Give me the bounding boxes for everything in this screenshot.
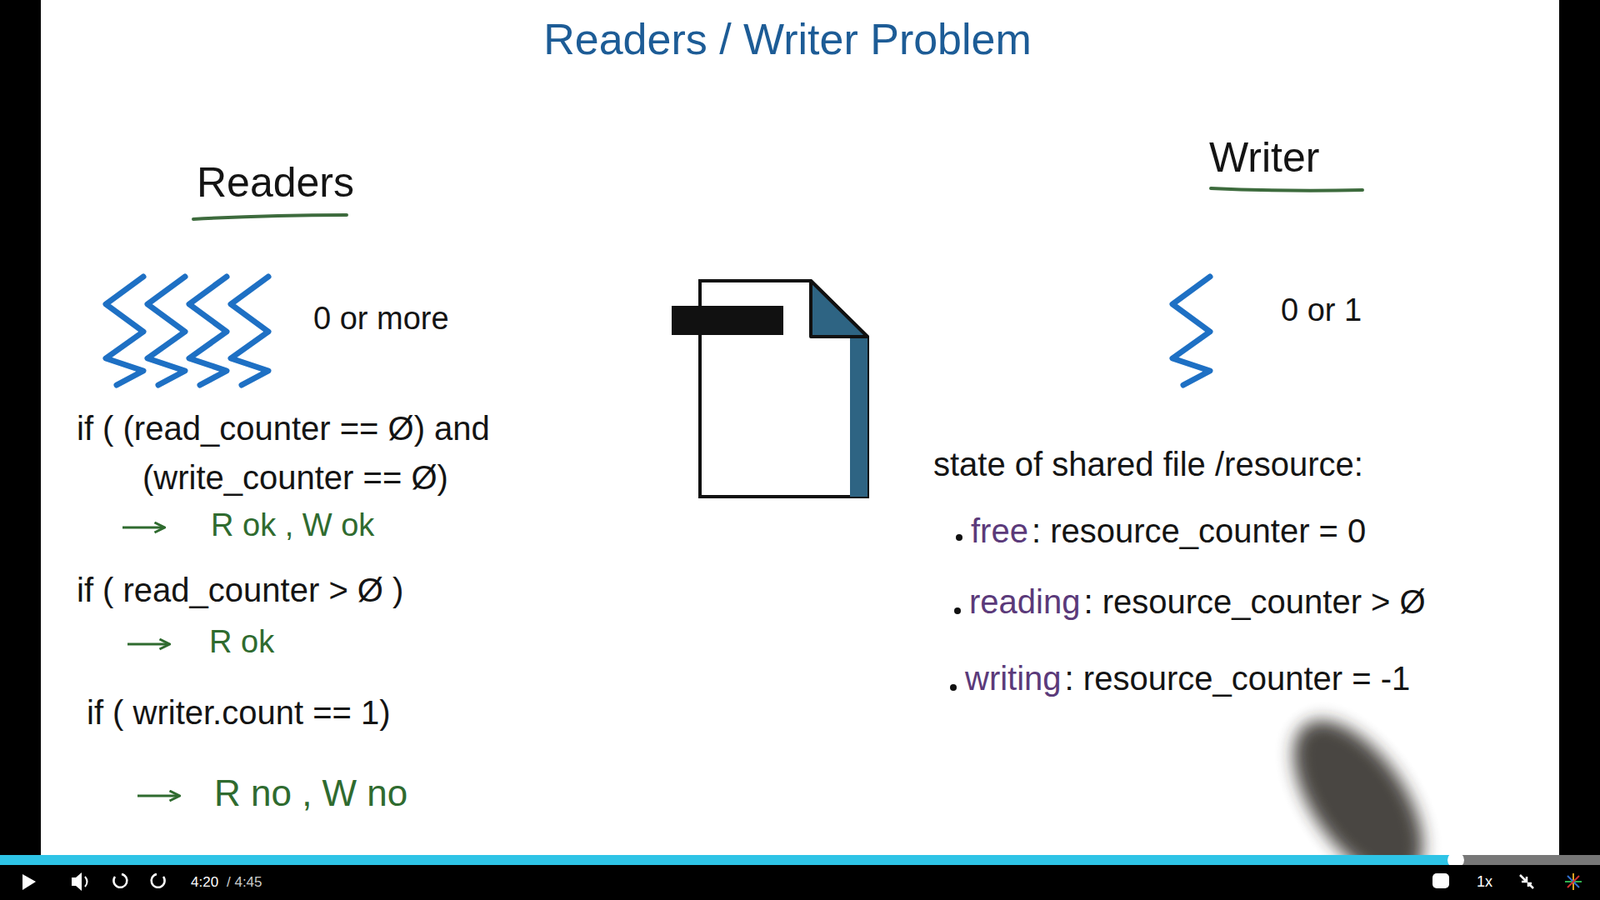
- play-icon: [22, 874, 36, 890]
- underline: [1210, 188, 1363, 191]
- state-heading: state of shared file /resource:: [933, 445, 1364, 484]
- file-icon: [671, 280, 868, 497]
- time-current: 4:20: [190, 874, 219, 891]
- count-note: 0 or more: [313, 300, 450, 338]
- control-bar: [0, 865, 1600, 900]
- cc-icon: [1432, 873, 1450, 889]
- logo-icon: [1565, 873, 1582, 890]
- state-rule: : resource_counter = 0: [1031, 511, 1366, 550]
- speed: 1x: [1476, 873, 1493, 891]
- result: R no , W no: [214, 772, 408, 815]
- state-rule: : resource_counter = -1: [1065, 659, 1411, 698]
- exit-fullscreen-icon: [1520, 875, 1534, 889]
- title: Readers / Writer Problem: [543, 15, 1032, 65]
- progress-fill: [0, 855, 1456, 865]
- heading: Writer: [1209, 134, 1320, 183]
- result: R ok: [209, 624, 275, 661]
- result-arrow: [122, 527, 179, 796]
- volume-icon: [71, 872, 88, 891]
- bullet: [950, 534, 963, 691]
- state-name: reading: [969, 582, 1080, 621]
- condition: if ( writer.count == 1): [86, 693, 391, 732]
- condition: (write_counter == Ø): [142, 458, 449, 497]
- condition: if ( (read_counter == Ø) and: [76, 409, 490, 448]
- state-rule: : resource_counter > Ø: [1083, 582, 1425, 621]
- writer-thread: [1172, 276, 1210, 385]
- skip-icon: [113, 874, 165, 888]
- underline: [193, 215, 347, 220]
- result: R ok , W ok: [210, 507, 375, 545]
- condition: if ( read_counter > Ø ): [76, 570, 404, 610]
- state-name: writing: [965, 659, 1062, 698]
- count-note: 0 or 1: [1280, 292, 1362, 330]
- progress-track: [0, 855, 1600, 865]
- state-name: free: [970, 511, 1029, 550]
- heading: Readers: [196, 159, 355, 208]
- time-total: / 4:45: [226, 874, 263, 891]
- reader-threads: [105, 276, 269, 385]
